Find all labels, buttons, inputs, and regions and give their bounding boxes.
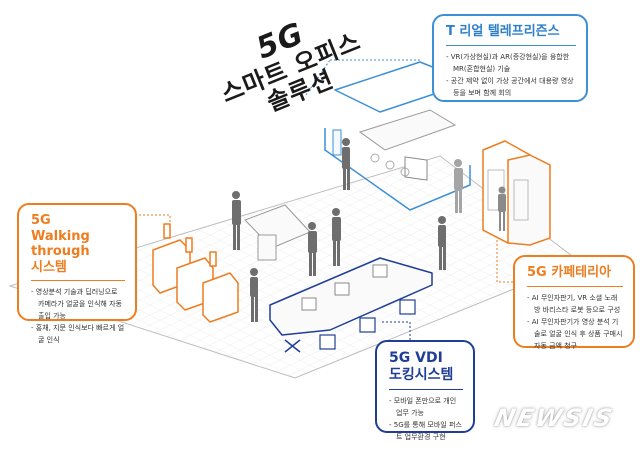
walking-through-gates	[152, 223, 239, 323]
bullet: 5G를 통해 모바일 퍼스트 업무환경 구현	[389, 419, 463, 443]
person-handshake-2	[332, 208, 341, 266]
person-woman-left	[250, 268, 258, 322]
divider	[389, 388, 463, 390]
bullet: 공간 제약 없이 가상 공간에서 대용량 영상 등을 보며 함께 회의	[446, 75, 576, 99]
bullet: 영상분석 기술과 딥러닝으로 카메라가 얼굴을 인식해 자동 출입 가능	[31, 286, 125, 322]
walking-bullets: 영상분석 기술과 딥러닝으로 카메라가 얼굴을 인식해 자동 출입 가능 홍채,…	[31, 286, 125, 346]
vdi-bullets: 모바일 폰만으로 개인 업무 가능 5G를 통해 모바일 퍼스트 업무환경 구현	[389, 395, 463, 443]
divider	[31, 280, 125, 282]
newsis-watermark-logo: NEWSIS	[492, 404, 617, 432]
telepresence-bullets: VR(가상현실)과 AR(증강현실)을 융합한 MR(혼합현실) 기술 공간 제…	[446, 51, 576, 99]
bullet: AI 무인자판기, VR 소셜 노래방 바리스타 로봇 등으로 구성	[527, 292, 623, 316]
vending-machines	[482, 140, 551, 246]
walking-title-system: 시스템	[31, 259, 67, 275]
vdi-callout: 5G VDI 도킹시스템 모바일 폰만으로 개인 업무 가능 5G를 통해 모바…	[375, 340, 475, 441]
vdi-desks	[269, 257, 433, 353]
telepresence-title: T 리얼 텔레프리즌스	[446, 24, 560, 39]
bullet: VR(가상현실)과 AR(증강현실)을 융합한 MR(혼합현실) 기술	[446, 51, 576, 75]
person-walking	[454, 159, 463, 213]
person-handshake-1	[308, 222, 317, 276]
bullet: 홍채, 지문 인식보다 빠르게 얼굴 인식	[31, 322, 125, 346]
kiosk	[244, 204, 311, 261]
vdi-title-line2: 도킹시스템	[389, 366, 454, 383]
person-kiosk	[232, 191, 241, 250]
telepresence-callout: T 리얼 텔레프리즌스 VR(가상현실)과 AR(증강현실)을 융합한 MR(혼…	[432, 14, 588, 102]
cafeteria-callout: 5G 카페테리아 AI 무인자판기, VR 소셜 노래방 바리스타 로봇 등으로…	[513, 255, 635, 350]
walking-title-5g: 5G	[31, 213, 51, 228]
telepresence-room	[305, 59, 471, 211]
divider	[527, 285, 623, 287]
divider	[446, 44, 576, 46]
person-vending	[498, 186, 506, 231]
cafeteria-title: 5G 카페테리아	[527, 265, 612, 280]
cafeteria-bullets: AI 무인자판기, VR 소셜 노래방 바리스타 로봇 등으로 구성 AI 무인…	[527, 292, 623, 352]
walking-title-main: Walking through	[31, 228, 90, 260]
people	[232, 138, 506, 322]
walking-through-callout: 5G Walking through 시스템 영상분석 기술과 딥러닝으로 카메…	[17, 203, 137, 344]
vdi-title-line1: 5G VDI	[389, 350, 443, 366]
person-woman-laptop	[438, 216, 446, 270]
bullet: 모바일 폰만으로 개인 업무 가능	[389, 395, 463, 419]
bullet: AI 무인자판기가 영상 분석 기술로 얼굴 인식 후 상품 구매시 자동 금액…	[527, 316, 623, 352]
person-vr	[342, 138, 350, 190]
